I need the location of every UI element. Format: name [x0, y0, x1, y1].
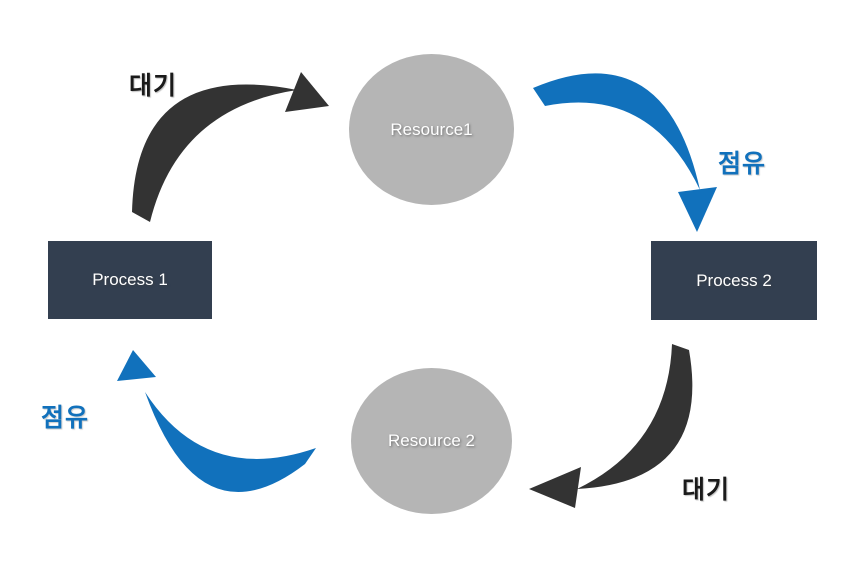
node-process2-label: Process 2 [696, 270, 772, 290]
arrow-wait-process2-to-resource2 [529, 344, 693, 508]
arrow-wait-top-body [132, 84, 297, 222]
arrow-wait-top-head [285, 72, 329, 112]
node-resource1-label: Resource1 [390, 119, 473, 139]
node-resource1: Resource1 [349, 54, 514, 205]
node-resource2-label: Resource 2 [388, 431, 475, 450]
arrow-hold-right-head [678, 187, 717, 232]
arrow-hold-resource1-to-process2 [533, 73, 717, 232]
edge-label-wait-bottom: 대기 [682, 476, 731, 504]
arrow-wait-bottom-body [577, 344, 693, 489]
arrow-hold-right-body [533, 73, 700, 190]
arrow-hold-left-body [145, 392, 316, 493]
arrow-hold-resource2-to-process1 [117, 350, 316, 493]
node-resource2: Resource 2 [351, 368, 512, 514]
edge-label-hold-left: 점유 [41, 404, 90, 432]
node-process1-label: Process 1 [92, 270, 168, 289]
arrow-wait-bottom-head [529, 467, 581, 508]
edge-label-wait-top: 대기 [129, 72, 178, 100]
node-process1: Process 1 [48, 241, 212, 319]
edge-label-hold-right: 점유 [718, 150, 767, 178]
arrow-hold-left-head [117, 350, 156, 381]
node-process2: Process 2 [651, 241, 817, 320]
arrow-wait-process1-to-resource1 [132, 72, 329, 222]
